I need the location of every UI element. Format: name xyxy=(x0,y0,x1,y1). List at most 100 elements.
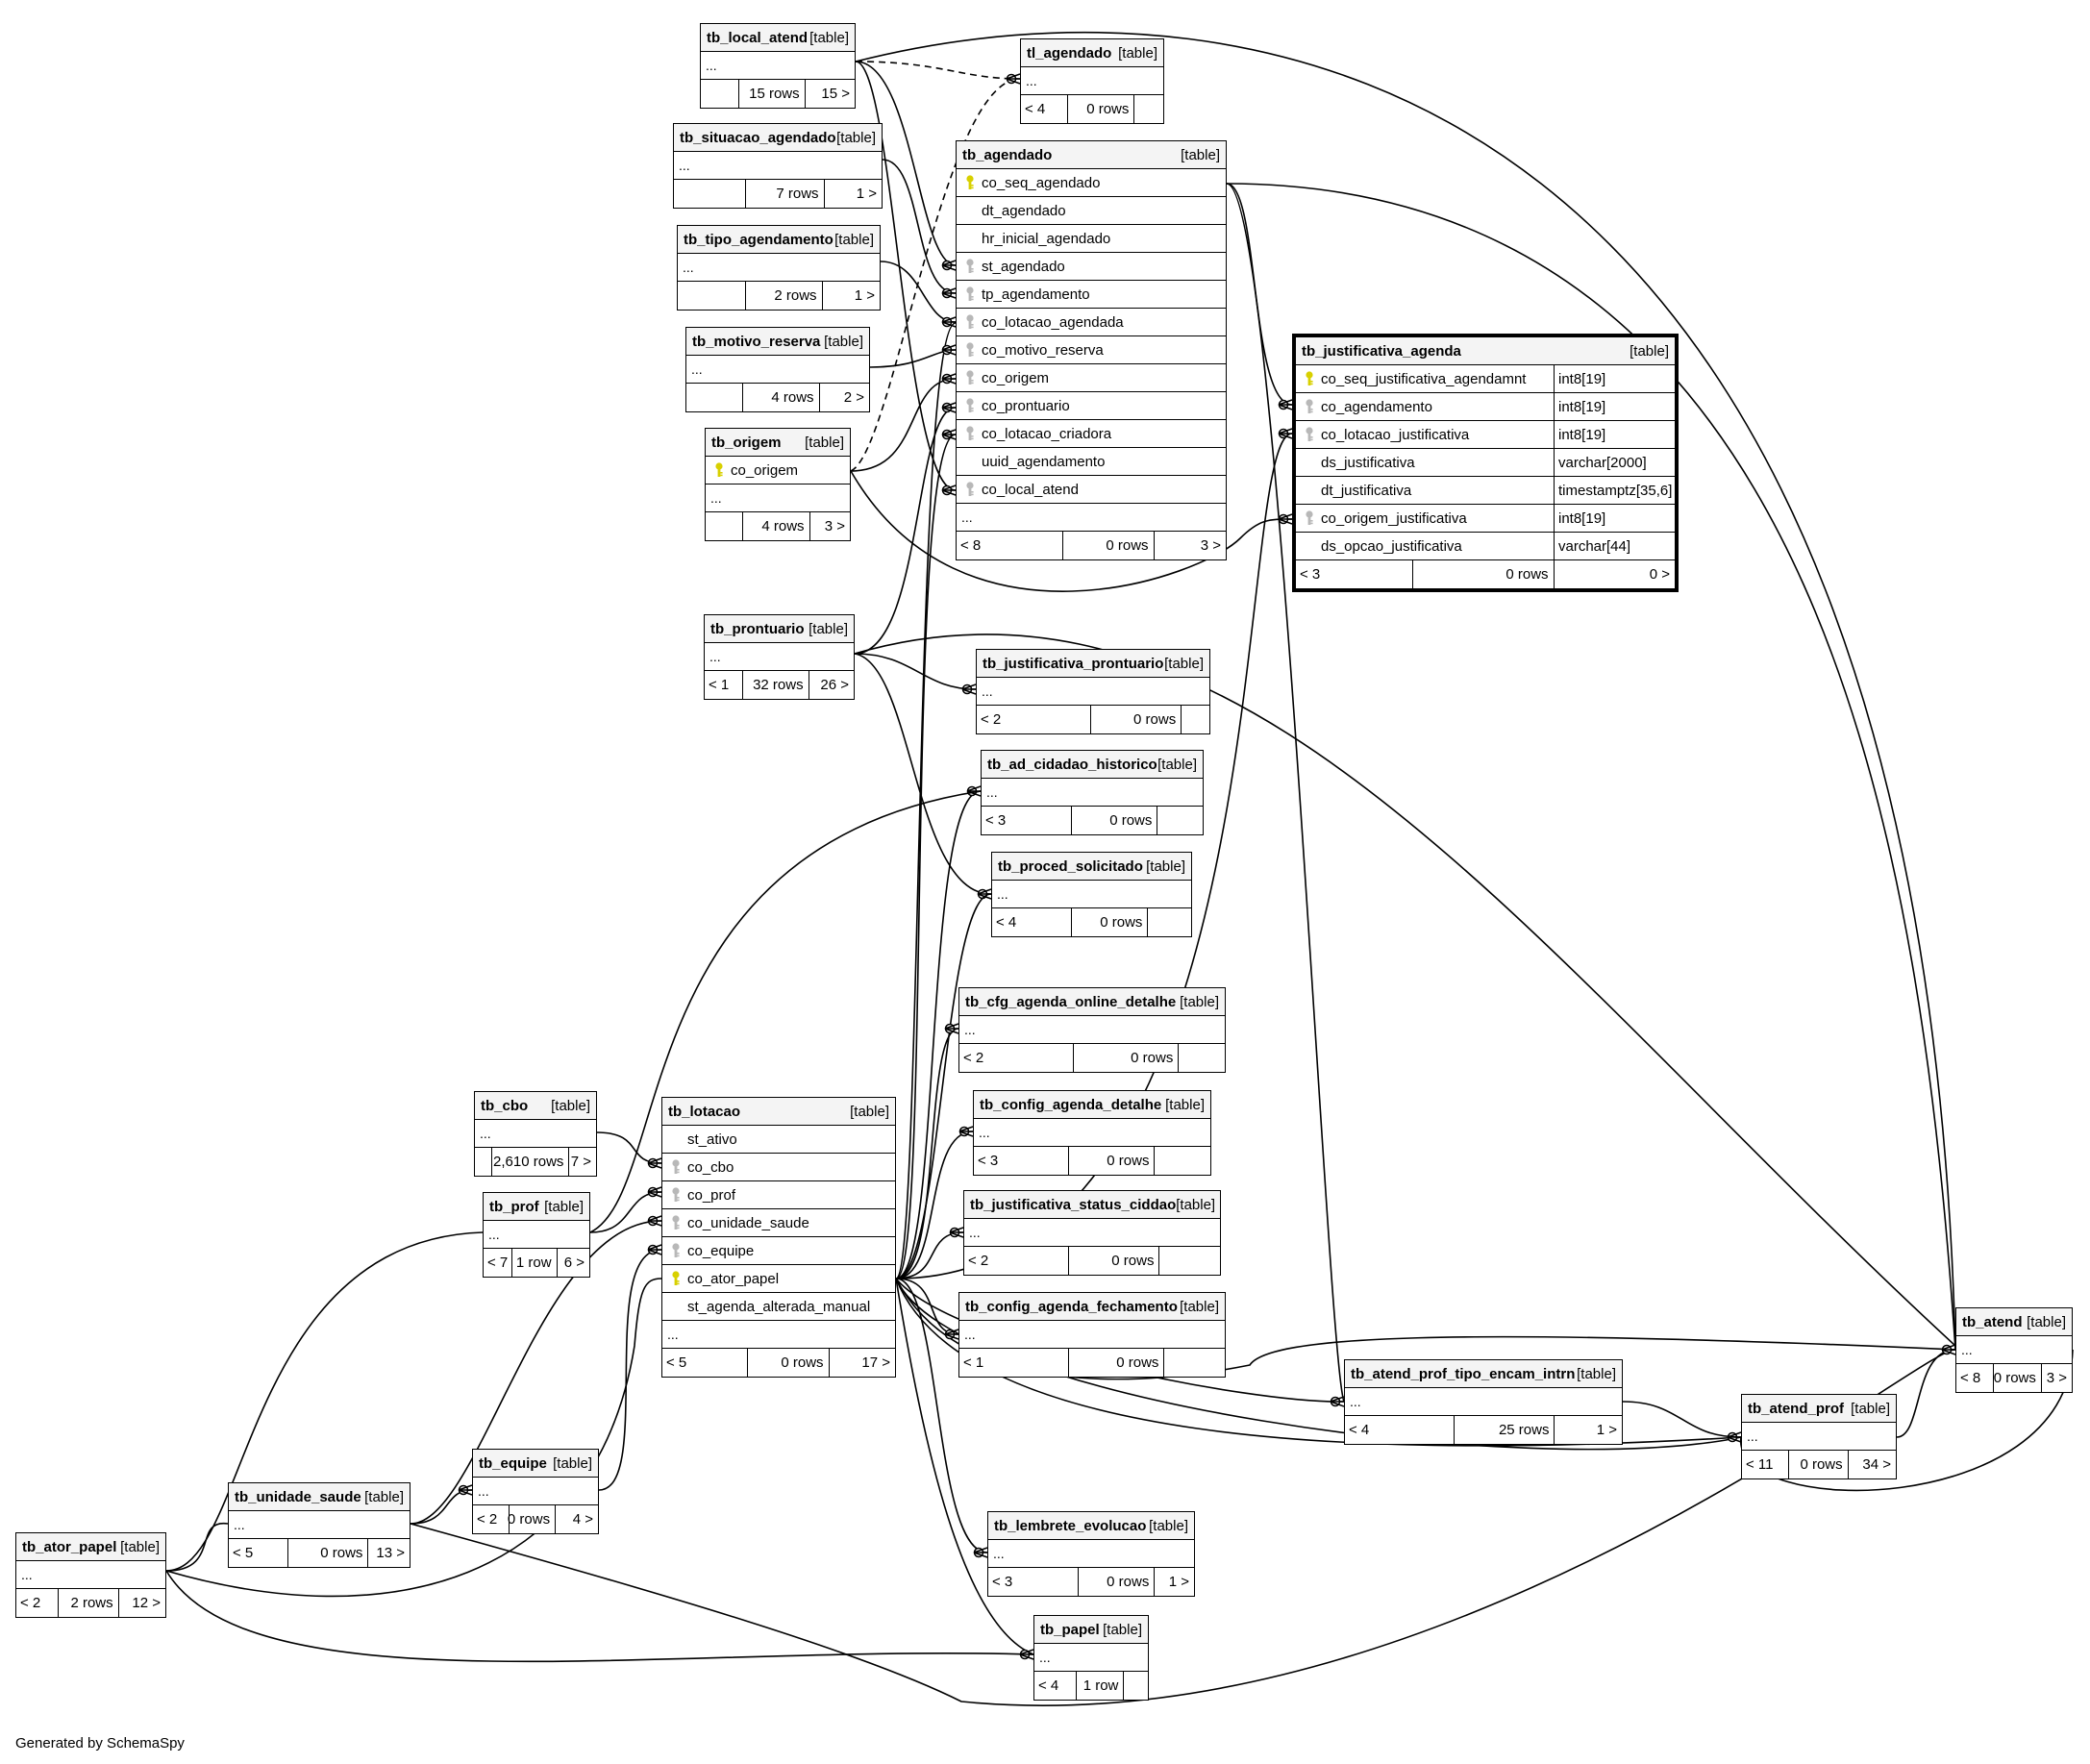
parents-count[interactable] xyxy=(706,512,744,540)
column-row[interactable]: co_origem xyxy=(706,457,850,484)
parents-count[interactable]: < 11 xyxy=(1742,1451,1790,1478)
column-row[interactable]: co_ator_papel xyxy=(662,1265,895,1293)
column-row[interactable]: st_agendado xyxy=(957,253,1226,281)
more-columns[interactable]: ... xyxy=(229,1511,410,1539)
children-count[interactable] xyxy=(1134,95,1163,123)
children-count[interactable] xyxy=(1164,1349,1225,1377)
parents-count[interactable]: < 7 xyxy=(484,1249,513,1277)
parents-count[interactable] xyxy=(678,282,747,310)
parents-count[interactable] xyxy=(674,180,747,208)
children-count[interactable]: 1 > xyxy=(856,186,877,202)
more-columns[interactable]: ... xyxy=(1956,1336,2072,1364)
table-header[interactable]: tb_equipe[table] xyxy=(473,1450,598,1478)
more-columns[interactable]: ... xyxy=(977,678,1209,706)
parents-count[interactable]: < 4 xyxy=(992,908,1073,936)
parents-count[interactable]: < 8 xyxy=(957,532,1064,559)
children-count[interactable]: 2 > xyxy=(843,389,864,406)
column-row[interactable]: co_equipe xyxy=(662,1237,895,1265)
table-header[interactable]: tb_agendado[table] xyxy=(957,141,1226,169)
parents-count[interactable]: < 2 xyxy=(964,1247,1070,1275)
more-columns[interactable]: ... xyxy=(982,779,1203,807)
children-count[interactable]: 15 > xyxy=(821,86,850,102)
column-row[interactable]: co_local_atend xyxy=(957,476,1226,504)
children-count[interactable]: 13 > xyxy=(376,1545,405,1561)
more-columns[interactable]: ... xyxy=(475,1120,596,1148)
table-header[interactable]: tb_atend_prof[table] xyxy=(1742,1395,1896,1423)
column-row[interactable]: co_origem xyxy=(957,364,1226,392)
column-row[interactable]: co_lotacao_agendada xyxy=(957,309,1226,336)
more-columns[interactable]: ... xyxy=(974,1119,1210,1147)
table-header[interactable]: tb_motivo_reserva[table] xyxy=(686,328,869,356)
table-header[interactable]: tb_atend[table] xyxy=(1956,1308,2072,1336)
table-header[interactable]: tb_unidade_saude[table] xyxy=(229,1483,410,1511)
table-header[interactable]: tb_local_atend[table] xyxy=(701,24,855,52)
children-count[interactable]: 3 > xyxy=(2046,1370,2067,1386)
table-header[interactable]: tl_agendado[table] xyxy=(1021,39,1163,67)
table-tb-justificativa-prontuario[interactable]: tb_justificativa_prontuario[table]...< 2… xyxy=(976,649,1210,734)
column-row[interactable]: uuid_agendamento xyxy=(957,448,1226,476)
parents-count[interactable]: < 2 xyxy=(959,1044,1075,1072)
table-header[interactable]: tb_justificativa_agenda[table] xyxy=(1296,337,1675,365)
more-columns[interactable]: ... xyxy=(957,504,1226,532)
table-header[interactable]: tb_justificativa_status_ciddao[table] xyxy=(964,1191,1220,1219)
children-count[interactable]: 26 > xyxy=(820,677,849,693)
more-columns[interactable]: ... xyxy=(674,152,882,180)
column-row[interactable]: dt_agendado xyxy=(957,197,1226,225)
children-count[interactable]: 17 > xyxy=(861,1354,890,1371)
table-header[interactable]: tb_justificativa_prontuario[table] xyxy=(977,650,1209,678)
more-columns[interactable]: ... xyxy=(706,484,850,512)
table-header[interactable]: tb_proced_solicitado[table] xyxy=(992,853,1191,881)
children-count[interactable] xyxy=(1155,1147,1210,1175)
column-row[interactable]: tp_agendamento xyxy=(957,281,1226,309)
parents-count[interactable]: < 3 xyxy=(982,807,1073,834)
more-columns[interactable]: ... xyxy=(1345,1388,1622,1416)
children-count[interactable]: 7 > xyxy=(570,1154,591,1170)
more-columns[interactable]: ... xyxy=(964,1219,1220,1247)
column-row[interactable]: co_prontuario xyxy=(957,392,1226,420)
children-count[interactable]: 1 > xyxy=(854,287,875,304)
parents-count[interactable]: < 4 xyxy=(1021,95,1069,123)
children-count[interactable] xyxy=(1157,807,1203,834)
more-columns[interactable]: ... xyxy=(701,52,855,80)
table-header[interactable]: tb_cfg_agenda_online_detalhe[table] xyxy=(959,988,1225,1016)
column-row[interactable]: co_cbo xyxy=(662,1154,895,1181)
parents-count[interactable] xyxy=(686,384,744,411)
more-columns[interactable]: ... xyxy=(959,1321,1225,1349)
more-columns[interactable]: ... xyxy=(473,1478,598,1505)
table-header[interactable]: tb_situacao_agendado[table] xyxy=(674,124,882,152)
column-row[interactable]: co_unidade_saude xyxy=(662,1209,895,1237)
table-header[interactable]: tb_prontuario[table] xyxy=(705,615,854,643)
column-row[interactable]: co_lotacao_criadora xyxy=(957,420,1226,448)
column-row[interactable]: co_prof xyxy=(662,1181,895,1209)
parents-count[interactable]: < 4 xyxy=(1345,1416,1456,1444)
parents-count[interactable] xyxy=(475,1148,492,1176)
parents-count[interactable]: < 4 xyxy=(1034,1672,1078,1700)
table-header[interactable]: tb_config_agenda_fechamento[table] xyxy=(959,1293,1225,1321)
table-header[interactable]: tb_papel[table] xyxy=(1034,1616,1148,1644)
table-header[interactable]: tb_origem[table] xyxy=(706,429,850,457)
parents-count[interactable] xyxy=(701,80,739,108)
parents-count[interactable]: < 3 xyxy=(988,1568,1080,1596)
more-columns[interactable]: ... xyxy=(678,254,880,282)
parents-count[interactable]: < 2 xyxy=(473,1505,510,1533)
